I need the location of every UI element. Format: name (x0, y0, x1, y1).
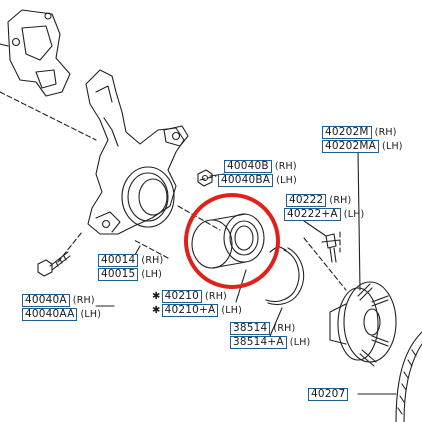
callout-38514: 38514(RH) (230, 322, 295, 335)
part-number: 40015 (98, 268, 139, 281)
part-number: 40040B (224, 160, 272, 173)
part-number: 38514 (230, 322, 271, 335)
callout-40015: 40015(LH) (98, 268, 162, 281)
side-label: (RH) (205, 291, 227, 302)
side-label: (RH) (329, 195, 352, 206)
part-number: 40202MA (322, 140, 380, 153)
callout-40207: 40207 (308, 388, 349, 401)
highlight-circle (184, 193, 280, 289)
side-label: (RH) (141, 255, 164, 266)
side-label: (LH) (80, 309, 102, 320)
steering-knuckle (85, 69, 189, 235)
callout-40040a: 40040A(RH) (22, 294, 95, 307)
side-label: (LH) (382, 141, 403, 152)
part-number: 40040BA (218, 174, 274, 187)
callout-40202ma: 40202MA(LH) (322, 140, 403, 153)
part-number: 40040A (22, 294, 70, 307)
callout-40040ba: 40040BA(LH) (218, 174, 297, 187)
side-label: (RH) (273, 323, 296, 334)
callout-40210: ✱40210(RH) (152, 290, 227, 303)
side-label: (LH) (343, 209, 365, 220)
knuckle-bolt (37, 251, 71, 277)
hub-bolt (321, 233, 341, 263)
callout-40210a: ✱40210+A(LH) (152, 304, 242, 317)
side-label: (LH) (276, 175, 297, 186)
part-number: 40210 (161, 290, 202, 303)
strut-mount-bracket (0, 9, 71, 97)
callout-40222a: 40222+A(LH) (284, 208, 364, 221)
part-number: 40222+A (284, 208, 341, 221)
part-number: 38514+A (230, 336, 287, 349)
part-number: 40222 (286, 194, 327, 207)
asterisk-marker: ✱ (152, 305, 161, 316)
callout-40040b: 40040B(RH) (224, 160, 297, 173)
brake-rotor (395, 331, 422, 422)
side-label: (RH) (374, 127, 397, 138)
part-number: 40014 (98, 254, 139, 267)
callout-40040aa: 40040AA(LH) (22, 308, 101, 321)
callout-38514a: 38514+A(LH) (230, 336, 310, 349)
snap-ring (265, 245, 305, 306)
callout-40202m: 40202M(RH) (322, 126, 397, 139)
asterisk-marker: ✱ (152, 291, 161, 302)
side-label: (LH) (221, 305, 243, 316)
side-label: (RH) (72, 295, 95, 306)
part-number: 40202M (322, 126, 372, 139)
part-number: 40207 (308, 388, 349, 401)
hub-nut (197, 169, 213, 187)
part-number: 40210+A (161, 304, 219, 317)
wheel-bearing (191, 213, 265, 269)
callout-40222: 40222(RH) (286, 194, 351, 207)
side-label: (LH) (141, 269, 163, 280)
callout-40014: 40014(RH) (98, 254, 163, 267)
side-label: (LH) (289, 337, 311, 348)
side-label: (RH) (274, 161, 297, 172)
part-number: 40040AA (22, 308, 78, 321)
wheel-stud (357, 283, 389, 367)
wheel-hub (329, 281, 397, 367)
